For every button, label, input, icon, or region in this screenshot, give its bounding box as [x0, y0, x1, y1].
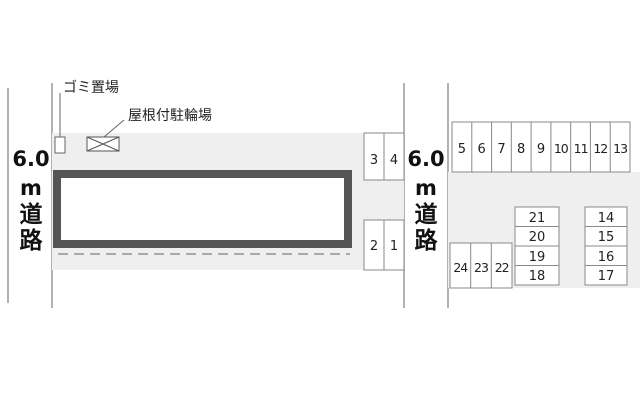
parking-bottom-left-frame — [449, 242, 513, 289]
parking-middle-column: 21 20 19 18 — [514, 206, 560, 286]
parking-space-22: 22 — [495, 260, 509, 275]
parking-space-24: 24 — [453, 260, 468, 275]
bicycle-leader-line — [103, 119, 125, 138]
parking-space-10: 10 — [554, 141, 569, 156]
building — [53, 170, 352, 248]
parking-space-5: 5 — [458, 142, 466, 157]
parking-top-row: 5 6 7 8 9 10 11 12 13 — [451, 121, 631, 173]
parking-space-23: 23 — [474, 260, 488, 275]
parking-space-16: 16 — [598, 250, 615, 265]
road-left-char-2: 路 — [20, 227, 44, 254]
road-label-right: 6.0 m 道 路 — [407, 147, 444, 254]
parking-space-21: 21 — [529, 211, 546, 226]
parking-space-12: 12 — [593, 141, 607, 156]
road-left-width: 6.0 — [12, 147, 49, 171]
parking-space-3: 3 — [370, 153, 378, 168]
garbage-label: ゴミ置場 — [63, 79, 119, 96]
road-left-char-1: 道 — [20, 201, 43, 228]
parking-right-column: 14 15 16 17 — [584, 206, 628, 286]
parking-space-6: 6 — [478, 142, 486, 157]
bicycle-parking-cross-b — [86, 136, 120, 152]
road-label-left: 6.0 m 道 路 — [12, 147, 49, 254]
parking-space-11: 11 — [574, 141, 588, 156]
parking-space-2: 2 — [370, 239, 378, 254]
road-right-char-2: 路 — [415, 227, 439, 254]
parking-space-17: 17 — [598, 269, 615, 284]
bicycle-label: 屋根付駐輪場 — [128, 107, 212, 124]
parking-space-8: 8 — [517, 142, 525, 157]
road-right-unit: m — [415, 176, 437, 200]
parking-space-4: 4 — [390, 153, 398, 168]
road-right-char-1: 道 — [415, 201, 438, 228]
road-right-width: 6.0 — [407, 147, 444, 171]
parking-space-13: 13 — [613, 141, 627, 156]
parking-space-14: 14 — [598, 211, 615, 226]
parking-space-9: 9 — [537, 142, 545, 157]
garbage-area — [54, 136, 66, 154]
parking-space-20: 20 — [529, 230, 546, 245]
parking-space-15: 15 — [598, 230, 615, 245]
parking-space-19: 19 — [529, 250, 546, 265]
parking-space-18: 18 — [529, 269, 546, 284]
parking-bottom-left: 24 23 22 — [449, 242, 513, 289]
road-left-unit: m — [20, 176, 42, 200]
parking-top-row-frame — [451, 121, 631, 173]
parking-space-1: 1 — [390, 239, 398, 254]
parking-space-7: 7 — [497, 142, 505, 157]
